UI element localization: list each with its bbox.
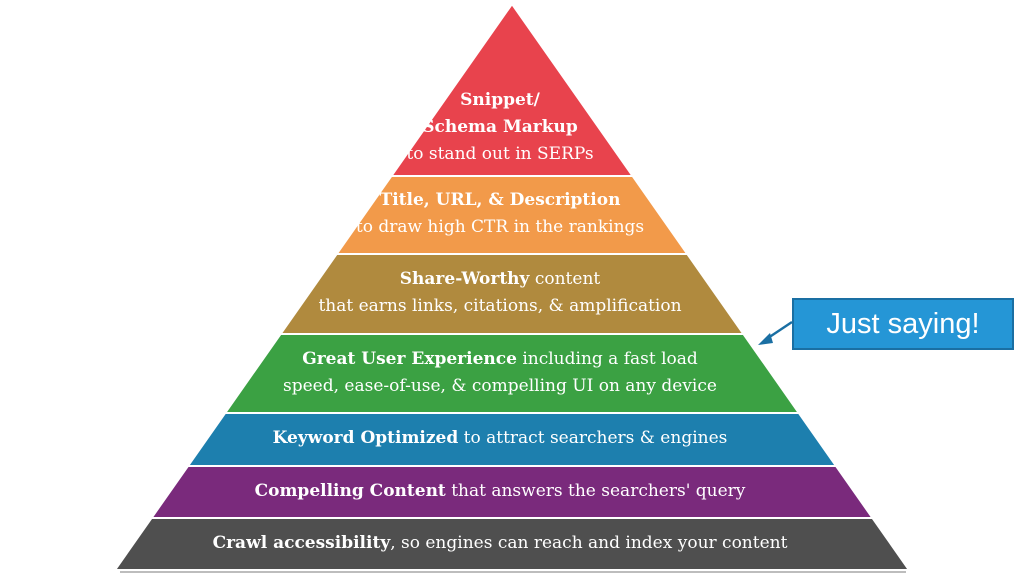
tier-text-line: to stand out in SERPs: [200, 141, 800, 168]
callout-label: Just saying!: [826, 308, 980, 340]
tier-heading: Crawl accessibility: [212, 532, 391, 553]
tier-text-line: Share-Worthy content: [200, 266, 800, 293]
tier-description: to attract searchers & engines: [458, 428, 728, 448]
tier-description: , so engines can reach and index your co…: [390, 532, 788, 553]
tier-heading: Schema Markup: [422, 116, 578, 137]
tier-6-text: Compelling Content that answers the sear…: [200, 478, 800, 505]
tier-text-line: Keyword Optimized to attract searchers &…: [200, 425, 800, 452]
tier-description: content: [529, 269, 601, 289]
tier-text-line: Crawl accessibility, so engines can reac…: [200, 530, 800, 557]
tier-text-line: that earns links, citations, & amplifica…: [200, 293, 800, 320]
just-saying-callout: Just saying!: [792, 298, 1014, 350]
tier-heading: Keyword Optimized: [272, 428, 459, 448]
tier-description: that earns links, citations, & amplifica…: [318, 296, 682, 316]
tier-description: including a fast load: [516, 348, 698, 369]
tier-text-line: speed, ease-of-use, & compelling UI on a…: [200, 373, 800, 400]
tier-text-line: Schema Markup: [200, 114, 800, 141]
tier-1-text: Snippet/Schema Markup to stand out in SER…: [200, 87, 800, 168]
tier-heading: Title, URL, & Description: [379, 190, 621, 210]
tier-text-line: Great User Experience including a fast l…: [200, 346, 800, 373]
tier-heading: Snippet/: [460, 89, 540, 110]
tier-description: to stand out in SERPs: [406, 143, 594, 164]
tier-7-text: Crawl accessibility, so engines can reac…: [200, 530, 800, 557]
tier-heading: Great User Experience: [302, 348, 517, 369]
tier-heading: Share-Worthy: [399, 269, 530, 289]
tier-2-text: Title, URL, & Description to draw high CT…: [200, 187, 800, 241]
tier-text-line: Snippet/: [200, 87, 800, 114]
tier-text-line: to draw high CTR in the rankings: [200, 214, 800, 241]
tier-4-text: Great User Experience including a fast l…: [200, 346, 800, 400]
tier-heading: Compelling Content: [254, 480, 446, 501]
pyramid-tier-7: [113, 517, 911, 571]
tier-5-text: Keyword Optimized to attract searchers &…: [200, 425, 800, 452]
tier-3-text: Share-Worthy content that earns links, ci…: [200, 266, 800, 320]
tier-description: speed, ease-of-use, & compelling UI on a…: [283, 375, 717, 396]
tier-description: that answers the searchers' query: [445, 480, 746, 501]
tier-description: to draw high CTR in the rankings: [355, 217, 645, 237]
tier-text-line: Title, URL, & Description: [200, 187, 800, 214]
tier-text-line: Compelling Content that answers the sear…: [200, 478, 800, 505]
